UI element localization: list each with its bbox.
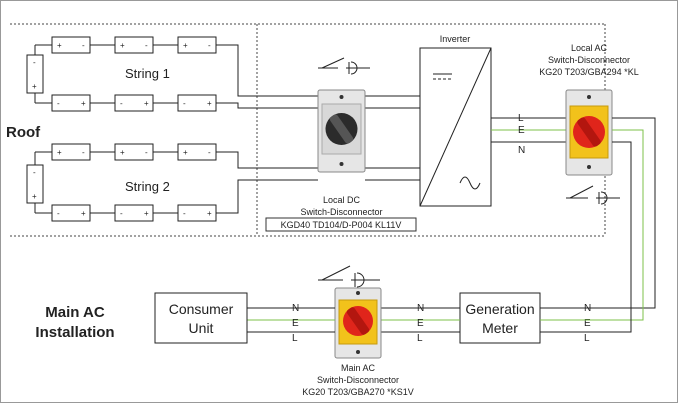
neutral-label: N — [518, 145, 525, 156]
minus-terminal: - — [183, 99, 186, 108]
local-dc-title: Local DC — [323, 195, 361, 205]
minus-terminal: - — [120, 99, 123, 108]
main-ac-cabling — [381, 307, 460, 333]
pv-panel — [114, 94, 154, 112]
main-ac-switch-disconnector — [334, 287, 382, 359]
earth-label: E — [518, 125, 525, 136]
minus-terminal: - — [208, 148, 211, 157]
generation-meter-line2: Meter — [482, 320, 518, 336]
plus-terminal: + — [207, 99, 212, 108]
local-ac-part-number: KG20 T203/GBA294 *KL — [539, 67, 638, 77]
string-1-label: String 1 — [125, 66, 170, 81]
pv-panel-vertical — [26, 54, 44, 94]
minus-terminal: - — [57, 209, 60, 218]
local-dc-part-number: KGD40 TD104/D-P004 KL11V — [281, 220, 402, 230]
local-ac-title: Local AC — [571, 43, 608, 53]
plus-terminal: + — [120, 41, 125, 50]
ac-output-cabling — [491, 117, 566, 143]
plus-terminal: + — [207, 209, 212, 218]
pv-panel — [177, 204, 217, 222]
local-dc-part-box — [265, 217, 417, 232]
dc-switch-symbol — [318, 57, 370, 75]
pv-panel — [51, 36, 91, 54]
neutral-label: N — [292, 303, 299, 314]
neutral-label: N — [417, 303, 424, 314]
pv-panel — [177, 143, 217, 161]
main-ac-part-number: KG20 T203/GBA270 *KS1V — [302, 387, 413, 397]
minus-terminal: - — [33, 168, 36, 177]
minus-terminal: - — [145, 148, 148, 157]
plus-terminal: + — [144, 209, 149, 218]
consumer-unit — [154, 292, 248, 344]
earth-label: E — [417, 318, 424, 329]
minus-terminal: - — [82, 148, 85, 157]
main-ac-installation-line1: Main AC — [45, 304, 105, 321]
string-1: String 1 — [26, 36, 258, 112]
pv-panel — [114, 36, 154, 54]
ac-switch-symbol — [566, 185, 620, 205]
consumer-cabling — [247, 307, 335, 333]
pv-panel — [114, 143, 154, 161]
dc-cabling — [258, 95, 420, 181]
string-2-label: String 2 — [125, 179, 170, 194]
line-label: L — [292, 333, 298, 344]
line-label: L — [518, 113, 524, 124]
pv-panel — [114, 204, 154, 222]
minus-terminal: - — [120, 209, 123, 218]
main-ac-switch-symbol — [318, 265, 380, 288]
plus-terminal: + — [57, 148, 62, 157]
generation-meter — [459, 292, 541, 344]
minus-terminal: - — [208, 41, 211, 50]
pv-panel — [51, 94, 91, 112]
line-label: L — [417, 333, 423, 344]
main-ac-installation-line2: Installation — [35, 324, 114, 341]
plus-terminal: + — [183, 41, 188, 50]
line-label: L — [584, 333, 590, 344]
plus-terminal: + — [32, 82, 37, 91]
pv-panel — [51, 204, 91, 222]
earth-label: E — [584, 318, 591, 329]
local-ac-switch-disconnector — [565, 89, 613, 176]
plus-terminal: + — [57, 41, 62, 50]
ac-drop-cabling — [612, 117, 656, 333]
plus-terminal: + — [183, 148, 188, 157]
plus-terminal: + — [144, 99, 149, 108]
pv-panel — [177, 36, 217, 54]
local-ac-subtitle: Switch-Disconnector — [548, 55, 630, 65]
minus-terminal: - — [57, 99, 60, 108]
main-ac-subtitle: Switch-Disconnector — [317, 375, 399, 385]
consumer-unit-line2: Unit — [189, 320, 214, 336]
plus-terminal: + — [32, 192, 37, 201]
minus-terminal: - — [82, 41, 85, 50]
string-2: String 2 — [26, 143, 258, 222]
plus-terminal: + — [81, 99, 86, 108]
pv-panel — [177, 94, 217, 112]
generation-meter-line1: Generation — [465, 301, 534, 317]
local-dc-subtitle: Switch-Disconnector — [300, 207, 382, 217]
plus-terminal: + — [120, 148, 125, 157]
inverter — [419, 47, 492, 207]
consumer-unit-line1: Consumer — [169, 301, 234, 317]
minus-terminal: - — [33, 58, 36, 67]
local-dc-switch-disconnector — [317, 89, 366, 173]
pv-panel-vertical — [26, 164, 44, 204]
inverter-label: Inverter — [440, 34, 471, 44]
plus-terminal: + — [81, 209, 86, 218]
minus-terminal: - — [183, 209, 186, 218]
minus-terminal: - — [145, 41, 148, 50]
main-ac-title: Main AC — [341, 363, 376, 373]
roof-label: Roof — [6, 124, 41, 141]
pv-panel — [51, 143, 91, 161]
earth-label: E — [292, 318, 299, 329]
